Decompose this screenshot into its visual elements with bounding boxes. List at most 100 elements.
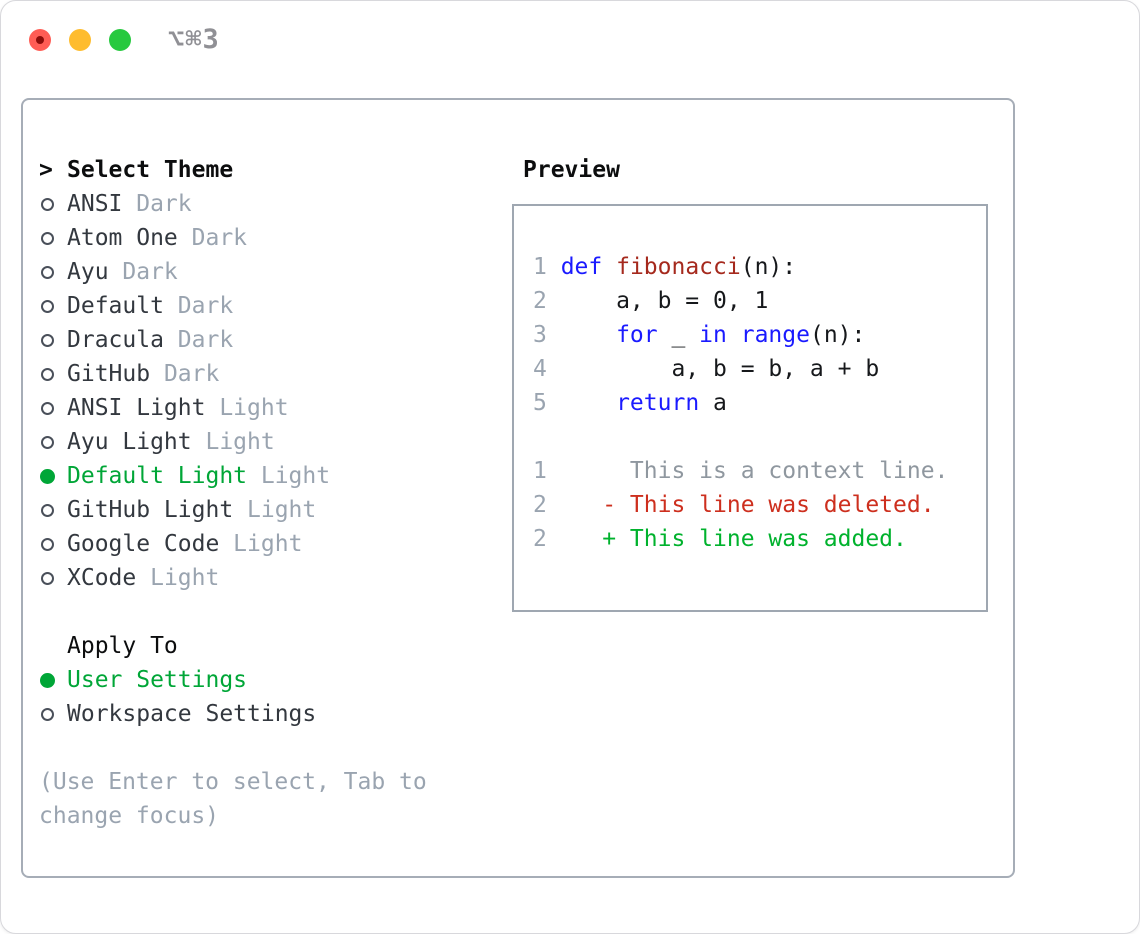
- line-number: 2: [533, 526, 547, 552]
- code-token: for: [616, 322, 658, 348]
- line-number: 2: [533, 492, 547, 518]
- radio-unselected-icon: [41, 537, 54, 551]
- line-number: 2: [533, 288, 547, 314]
- option-label: GitHub Dark: [67, 361, 220, 387]
- line-number: 4: [533, 356, 547, 382]
- radio-unselected-icon: [41, 503, 54, 517]
- theme-picker-header-row: > Select Theme: [39, 153, 487, 187]
- apply-to-title: Apply To: [67, 633, 178, 659]
- option-label: ANSI Dark: [67, 191, 192, 217]
- radio-unselected-icon: [41, 707, 54, 721]
- option-label: Google Code Light: [67, 531, 303, 557]
- code-token: [561, 390, 616, 416]
- theme-option[interactable]: Ayu Dark: [39, 255, 487, 289]
- radio-unselected-icon: [41, 367, 54, 381]
- option-label: Default Light Light: [67, 463, 331, 489]
- line-number: 1: [533, 254, 547, 280]
- code-token: a, b = 0, 1: [560, 288, 769, 314]
- radio-unselected-icon: [41, 265, 54, 279]
- spacer: [39, 731, 487, 765]
- radio-unselected-icon: [41, 333, 54, 347]
- option-label: User Settings: [67, 667, 248, 693]
- code-line: [533, 420, 986, 454]
- option-variant-label: Dark: [163, 293, 234, 319]
- code-token: - This line was deleted.: [560, 492, 935, 518]
- code-line: 4 a, b = b, a + b: [533, 352, 986, 386]
- apply-to-option[interactable]: Workspace Settings: [39, 697, 487, 731]
- code-line: 5 return a: [533, 386, 986, 420]
- code-token: [602, 254, 616, 280]
- option-variant-label: Light: [219, 531, 303, 557]
- option-variant-label: Light: [233, 497, 317, 523]
- code-token: + This line was added.: [560, 526, 907, 552]
- code-token: _: [657, 322, 700, 348]
- code-token: (n):: [740, 254, 797, 280]
- theme-option[interactable]: Dracula Dark: [39, 323, 487, 357]
- theme-option[interactable]: GitHub Dark: [39, 357, 487, 391]
- theme-option[interactable]: Ayu Light Light: [39, 425, 487, 459]
- zoom-button[interactable]: [109, 29, 131, 51]
- close-button[interactable]: [29, 29, 51, 51]
- radio-unselected-icon: [41, 401, 54, 415]
- option-label: Dracula Dark: [67, 327, 234, 353]
- option-label: Ayu Light Light: [67, 429, 275, 455]
- window-shortcut-label: ⌥⌘3: [168, 24, 220, 55]
- radio-selected-icon: [40, 672, 55, 688]
- code-line: 2 + This line was added.: [533, 522, 986, 556]
- radio-selected-icon: [40, 468, 55, 484]
- option-variant-label: Light: [136, 565, 220, 591]
- option-variant-label: Dark: [177, 225, 248, 251]
- theme-option[interactable]: XCode Light: [39, 561, 487, 595]
- code-token: a: [699, 390, 727, 416]
- radio-unselected-icon: [41, 571, 54, 585]
- option-label: Default Dark: [67, 293, 234, 319]
- theme-option[interactable]: GitHub Light Light: [39, 493, 487, 527]
- code-line: 1 This is a context line.: [533, 454, 986, 488]
- preview-title: Preview: [523, 157, 620, 183]
- option-label: XCode Light: [67, 565, 220, 591]
- option-variant-label: Dark: [150, 361, 220, 387]
- option-variant-label: Light: [205, 395, 289, 421]
- apply-to-header-row: Apply To: [39, 629, 487, 663]
- radio-unselected-icon: [41, 231, 54, 245]
- line-number: 3: [533, 322, 547, 348]
- theme-option[interactable]: Default Dark: [39, 289, 487, 323]
- titlebar: [29, 29, 131, 51]
- spacer: [39, 595, 487, 629]
- code-line: 2 - This line was deleted.: [533, 488, 986, 522]
- code-token: in: [699, 322, 727, 348]
- minimize-button[interactable]: [69, 29, 91, 51]
- option-label: ANSI Light Light: [67, 395, 289, 421]
- option-variant-label: Light: [247, 463, 331, 489]
- code-token: (n):: [809, 322, 866, 348]
- theme-option[interactable]: Atom One Dark: [39, 221, 487, 255]
- code-token: This is a context line.: [560, 458, 949, 484]
- theme-option[interactable]: Google Code Light: [39, 527, 487, 561]
- code-token: def: [560, 254, 603, 280]
- theme-option[interactable]: ANSI Light Light: [39, 391, 487, 425]
- apply-to-option[interactable]: User Settings: [39, 663, 487, 697]
- radio-unselected-icon: [41, 299, 54, 313]
- keyboard-hint: (Use Enter to select, Tab to change focu…: [39, 769, 427, 829]
- option-label: Atom One Dark: [67, 225, 248, 251]
- option-variant-label: Dark: [108, 259, 178, 285]
- code-token: range: [740, 322, 810, 348]
- option-variant-label: Dark: [163, 327, 234, 353]
- theme-picker-title: Select Theme: [67, 157, 234, 183]
- theme-option[interactable]: Default Light Light: [39, 459, 487, 493]
- code-token: a, b = b, a + b: [560, 356, 880, 382]
- option-variant-label: Dark: [122, 191, 192, 217]
- code-token: [727, 322, 741, 348]
- option-variant-label: Light: [191, 429, 275, 455]
- option-label: Ayu Dark: [67, 259, 178, 285]
- theme-option[interactable]: ANSI Dark: [39, 187, 487, 221]
